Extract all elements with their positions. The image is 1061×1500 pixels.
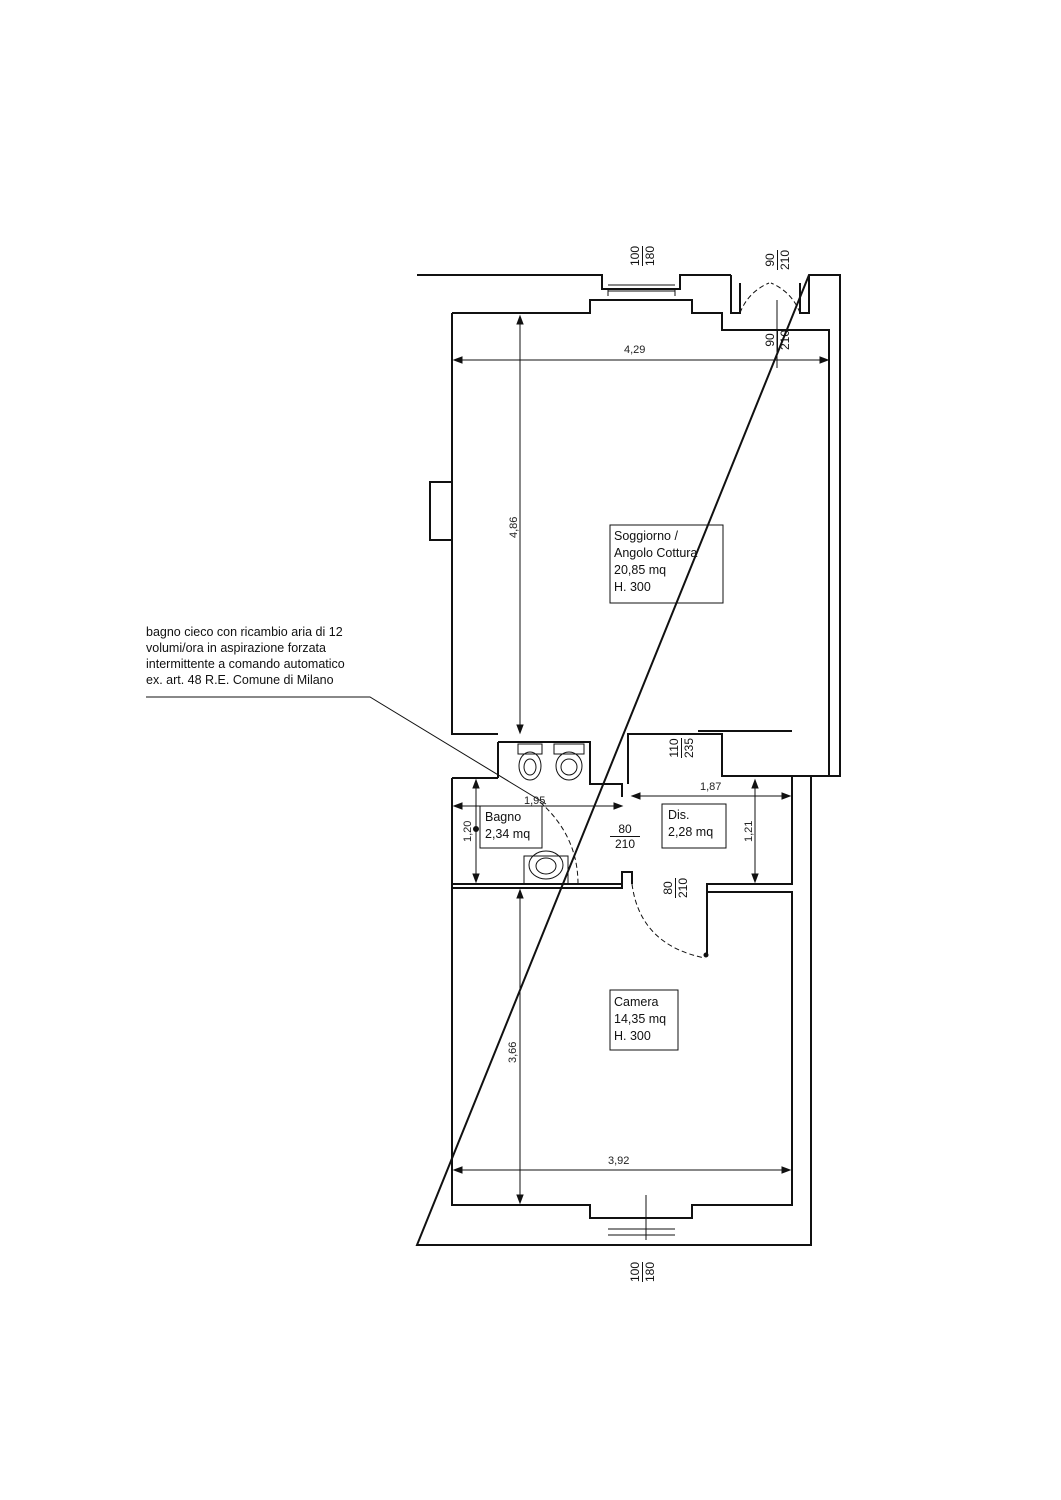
bath-hall-walls [451,775,793,955]
sink-icon [523,850,569,885]
bottom-window-size: 100 180 [628,1261,657,1282]
bath-door-swing [539,801,579,885]
living-room-name-2: Angolo Cottura [614,546,698,560]
entry-door-inner-size: 90 210 [763,329,792,350]
toilet-icon [517,743,543,781]
bedroom-name: Camera [614,995,659,1009]
dim-bath-height: 1,20 [462,820,474,842]
bathroom-label: Bagno 2,34 mq [485,809,530,843]
bath-door-size: 80 210 [610,822,640,851]
living-room-label: Soggiorno / Angolo Cottura 20,85 mq H. 3… [614,528,697,596]
bath-door-height: 210 [610,836,640,851]
bottom-window [608,1228,675,1236]
bedroom-height: H. 300 [614,1029,651,1043]
sanitary-block-wall [497,741,623,797]
note-line-3: intermittente a comando automatico [146,657,345,671]
bathroom-name: Bagno [485,810,522,824]
top-window-height: 180 [642,245,657,266]
top-window [607,284,676,296]
bathroom-area: 2,34 mq [485,827,531,841]
entry-door-frame [730,275,810,314]
note-line-1: bagno cieco con ricambio aria di 12 [146,625,343,639]
bidet-icon [553,743,585,781]
dim-living-length: 4,86 [508,516,520,538]
kitchen-opening-width: 110 [667,738,681,758]
bottom-window-height: 180 [642,1261,657,1282]
door-handle-icon [703,952,709,958]
top-window-size: 100 180 [628,245,657,266]
dim-bedroom-length: 3,66 [507,1041,519,1063]
fan-icon [473,826,479,832]
living-room-left-wall [451,313,498,735]
wall-niche [429,481,452,541]
living-room-walls [452,299,830,784]
hall-label-box [661,803,727,849]
note-line-2: volumi/ora in aspirazione forzata [146,641,326,655]
hall-area: 2,28 mq [668,825,714,839]
dim-bedroom-width: 3,92 [608,1155,630,1167]
note-line-4: ex. art. 48 R.E. Comune di Milano [146,673,334,687]
dim-living-width: 4,29 [624,344,646,356]
hall-name: Dis. [668,808,690,822]
bedroom-door-swing [631,883,706,959]
bedroom-walls [451,888,793,1219]
dim-bath-width: 1,95 [524,795,546,807]
bedroom-area: 14,35 mq [614,1012,667,1026]
living-room-area: 20,85 mq [614,563,667,577]
entry-door-outer-size: 90 210 [763,249,792,270]
living-label-box [609,524,724,604]
entry-door-inner-height: 210 [777,329,792,350]
bedroom-door-height: 210 [675,877,690,898]
entry-door-swing-right [770,282,801,314]
dim-hall-width: 1,87 [700,781,722,793]
living-room-height: H. 300 [614,580,651,594]
bath-label-box [479,805,543,849]
bedroom-label-box [609,989,679,1051]
bedroom-door-size: 80 210 [661,877,690,898]
bottom-window-width: 100 [628,1261,642,1282]
bedroom-door-width: 80 [661,881,675,895]
kitchen-opening-height: 235 [681,737,696,758]
ventilation-note: bagno cieco con ricambio aria di 12 volu… [146,624,396,688]
living-room-name-1: Soggiorno / [614,529,678,543]
bedroom-label: Camera 14,35 mq H. 300 [614,994,666,1045]
entry-door-inner-width: 90 [763,333,777,347]
kitchen-opening-size: 110 235 [667,737,696,758]
top-window-width: 100 [628,245,642,266]
entry-door-outer-width: 90 [763,253,777,267]
entry-door-outer-height: 210 [777,249,792,270]
dim-hall-height: 1,21 [743,820,755,842]
note-leader-line [146,696,547,805]
bath-door-width: 80 [618,822,632,836]
hall-label: Dis. 2,28 mq [668,807,713,841]
entry-door-swing-left [739,282,770,314]
